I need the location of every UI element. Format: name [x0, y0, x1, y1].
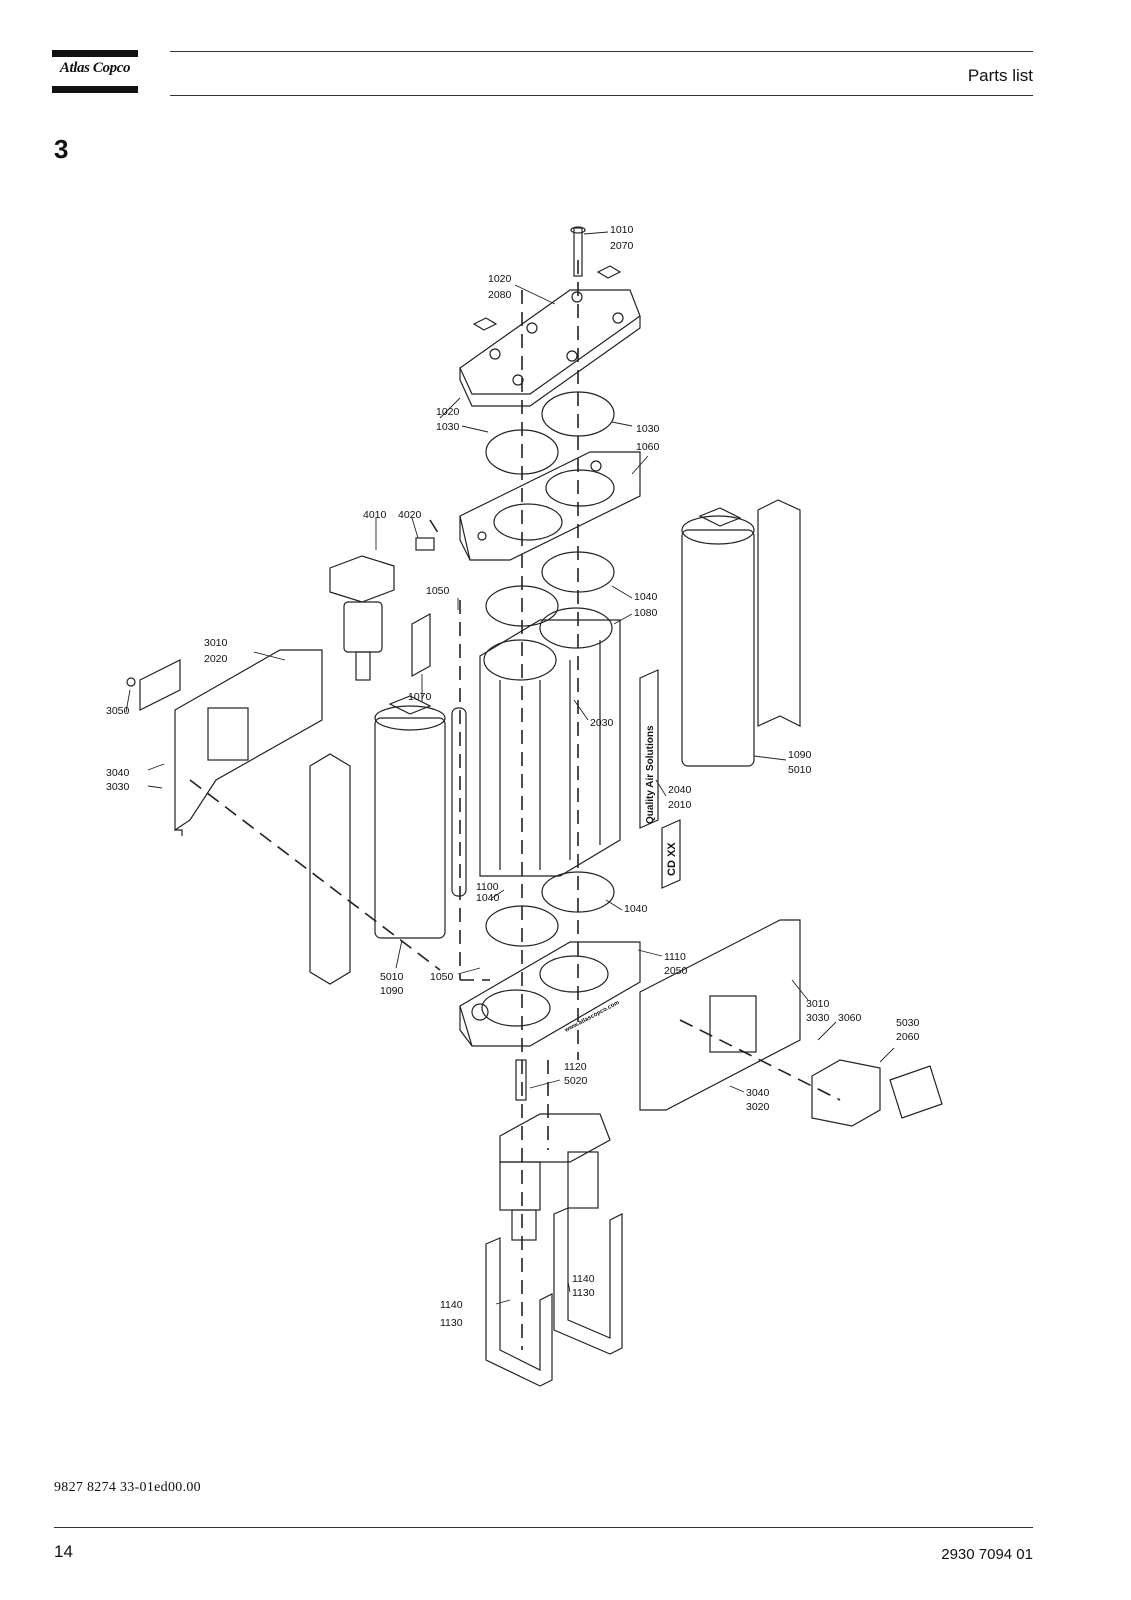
left-bottom-leg	[485, 1237, 553, 1387]
right-filter-housing	[681, 507, 755, 767]
callout-label: 5010	[380, 971, 404, 983]
callout-label: 1100	[476, 881, 499, 893]
callout-label: 1140	[572, 1273, 595, 1285]
right-bottom-leg	[553, 1207, 623, 1355]
callout-label: 1130	[440, 1317, 463, 1329]
left-bracket-panel	[126, 649, 323, 836]
callout-label: 3030	[106, 781, 130, 793]
callout-label: 2010	[668, 799, 692, 811]
logo-bottom-bar	[52, 86, 138, 93]
callout-label: 4010	[363, 509, 387, 521]
callout-label: 1140	[440, 1299, 463, 1311]
main-body-extrusion	[479, 607, 621, 877]
upper-head-block	[459, 451, 641, 561]
o-rings-middle	[485, 551, 615, 627]
callout-label: 3060	[838, 1012, 862, 1024]
left-filter-housing	[374, 695, 446, 939]
callout-label: 1040	[476, 892, 500, 904]
callout-label: 3030	[806, 1012, 830, 1024]
callout-label: 1120	[564, 1061, 587, 1073]
callout-label: 2020	[204, 653, 228, 665]
left-side-cover	[309, 753, 351, 985]
page-title: Parts list	[967, 66, 1033, 85]
callout-label: 1090	[788, 749, 812, 761]
top-cover	[459, 289, 641, 407]
callout-label: 4020	[398, 509, 422, 521]
callout-label: 1050	[430, 971, 454, 983]
callout-label: 1040	[634, 591, 658, 603]
section-number: 3	[54, 134, 69, 164]
callout-label: 3010	[204, 637, 228, 649]
callout-label: 2040	[668, 784, 692, 796]
callout-label: 3040	[746, 1087, 770, 1099]
atlas-copco-logo: Atlas Copco	[52, 50, 138, 94]
callout-label: 1070	[408, 691, 432, 703]
callout-label: 1060	[636, 441, 660, 453]
exploded-view-svg: 1010 2070 1020 2080 1020 1030 1030 1060 …	[106, 224, 943, 1387]
logo-wordmark: Atlas Copco	[59, 60, 131, 76]
quality-decal	[639, 669, 659, 829]
callout-label: 2080	[488, 289, 512, 301]
exploded-view-diagram: 1010 2070 1020 2080 1020 1030 1030 1060 …	[100, 220, 980, 1420]
part-number: 2930 7094 01	[941, 1546, 1033, 1563]
callout-label: 1050	[426, 585, 450, 597]
leader-lines	[125, 231, 895, 1305]
o-rings-upper	[485, 391, 615, 475]
callout-label: 1020	[488, 273, 512, 285]
callout-label: 2070	[610, 240, 634, 252]
callout-label: 1090	[380, 985, 404, 997]
callout-label: 3020	[746, 1101, 770, 1113]
inlet-filter-unit	[329, 537, 435, 681]
model-label-text: CD XX	[666, 842, 678, 876]
callout-label: 1040	[624, 903, 648, 915]
callout-label: 1020	[436, 406, 460, 418]
right-bracket-panel	[639, 919, 801, 1111]
callout-label: 1010	[610, 224, 634, 236]
document-number: 9827 8274 33-01ed00.00	[54, 1480, 201, 1495]
o-rings-lower	[485, 871, 615, 947]
callout-label: 2060	[896, 1031, 920, 1043]
header-top-rule	[170, 51, 1033, 52]
callout-label: 5020	[564, 1075, 588, 1087]
control-box	[811, 1059, 943, 1127]
callout-label: 1080	[634, 607, 658, 619]
top-washers	[472, 265, 622, 331]
callout-label: 2050	[664, 965, 688, 977]
page-number: 14	[54, 1542, 73, 1561]
callout-label: 5010	[788, 764, 812, 776]
model-decal	[661, 819, 681, 889]
lower-head-block	[459, 941, 641, 1047]
assembly-axes	[189, 260, 841, 1350]
top-screw	[570, 226, 586, 277]
label-sticker	[411, 612, 431, 678]
callout-label: 3040	[106, 767, 130, 779]
callout-label: 3010	[806, 998, 830, 1010]
footer-rule	[54, 1527, 1033, 1528]
callout-label: 5030	[896, 1017, 920, 1029]
callout-label: 1110	[664, 951, 686, 963]
drain-tube	[451, 707, 467, 897]
right-side-cover	[757, 499, 801, 727]
callout-label: 1130	[572, 1287, 595, 1299]
callout-label: 1030	[436, 421, 460, 433]
header-bottom-rule	[170, 95, 1033, 96]
website-text: www.atlascopco.com	[563, 1000, 620, 1034]
callout-labels: 1010 2070 1020 2080 1020 1030 1030 1060 …	[106, 224, 920, 1329]
callout-label: 2030	[590, 717, 614, 729]
callout-label: 3050	[106, 705, 130, 717]
logo-top-bar	[52, 50, 138, 57]
quality-air-solutions-text: Quality Air Solutions	[645, 725, 656, 824]
drain-valve-assembly	[499, 1059, 611, 1241]
callout-label: 1030	[636, 423, 660, 435]
